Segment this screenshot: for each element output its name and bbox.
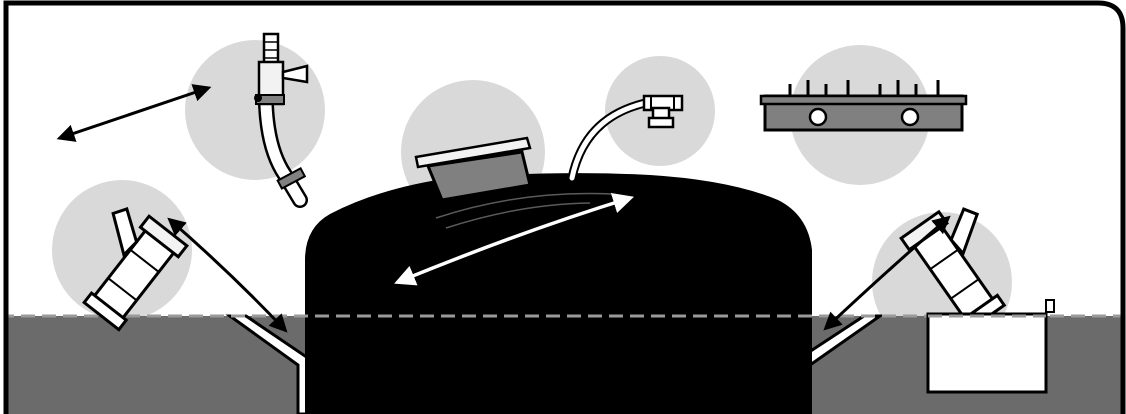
hose-barb-callout-circle bbox=[185, 40, 325, 180]
inlet-pipe-arrow bbox=[167, 217, 288, 333]
diagram-frame bbox=[3, 0, 1126, 414]
hose-barb-with-pipe-icon bbox=[254, 32, 309, 208]
stove-icon bbox=[759, 80, 968, 132]
digester-lid-icon bbox=[414, 136, 532, 202]
stove-knob-left-icon bbox=[808, 107, 828, 127]
outlet-pipe-arrow bbox=[823, 215, 951, 331]
stove-knob-right-icon bbox=[900, 107, 920, 127]
digester-dome-arrow bbox=[394, 192, 635, 286]
outlet-tank-icon bbox=[926, 299, 1055, 394]
digester-body bbox=[305, 173, 812, 414]
gas-line-to-stove-arrow bbox=[56, 84, 212, 142]
gas-outlet-tee-icon bbox=[567, 94, 684, 183]
